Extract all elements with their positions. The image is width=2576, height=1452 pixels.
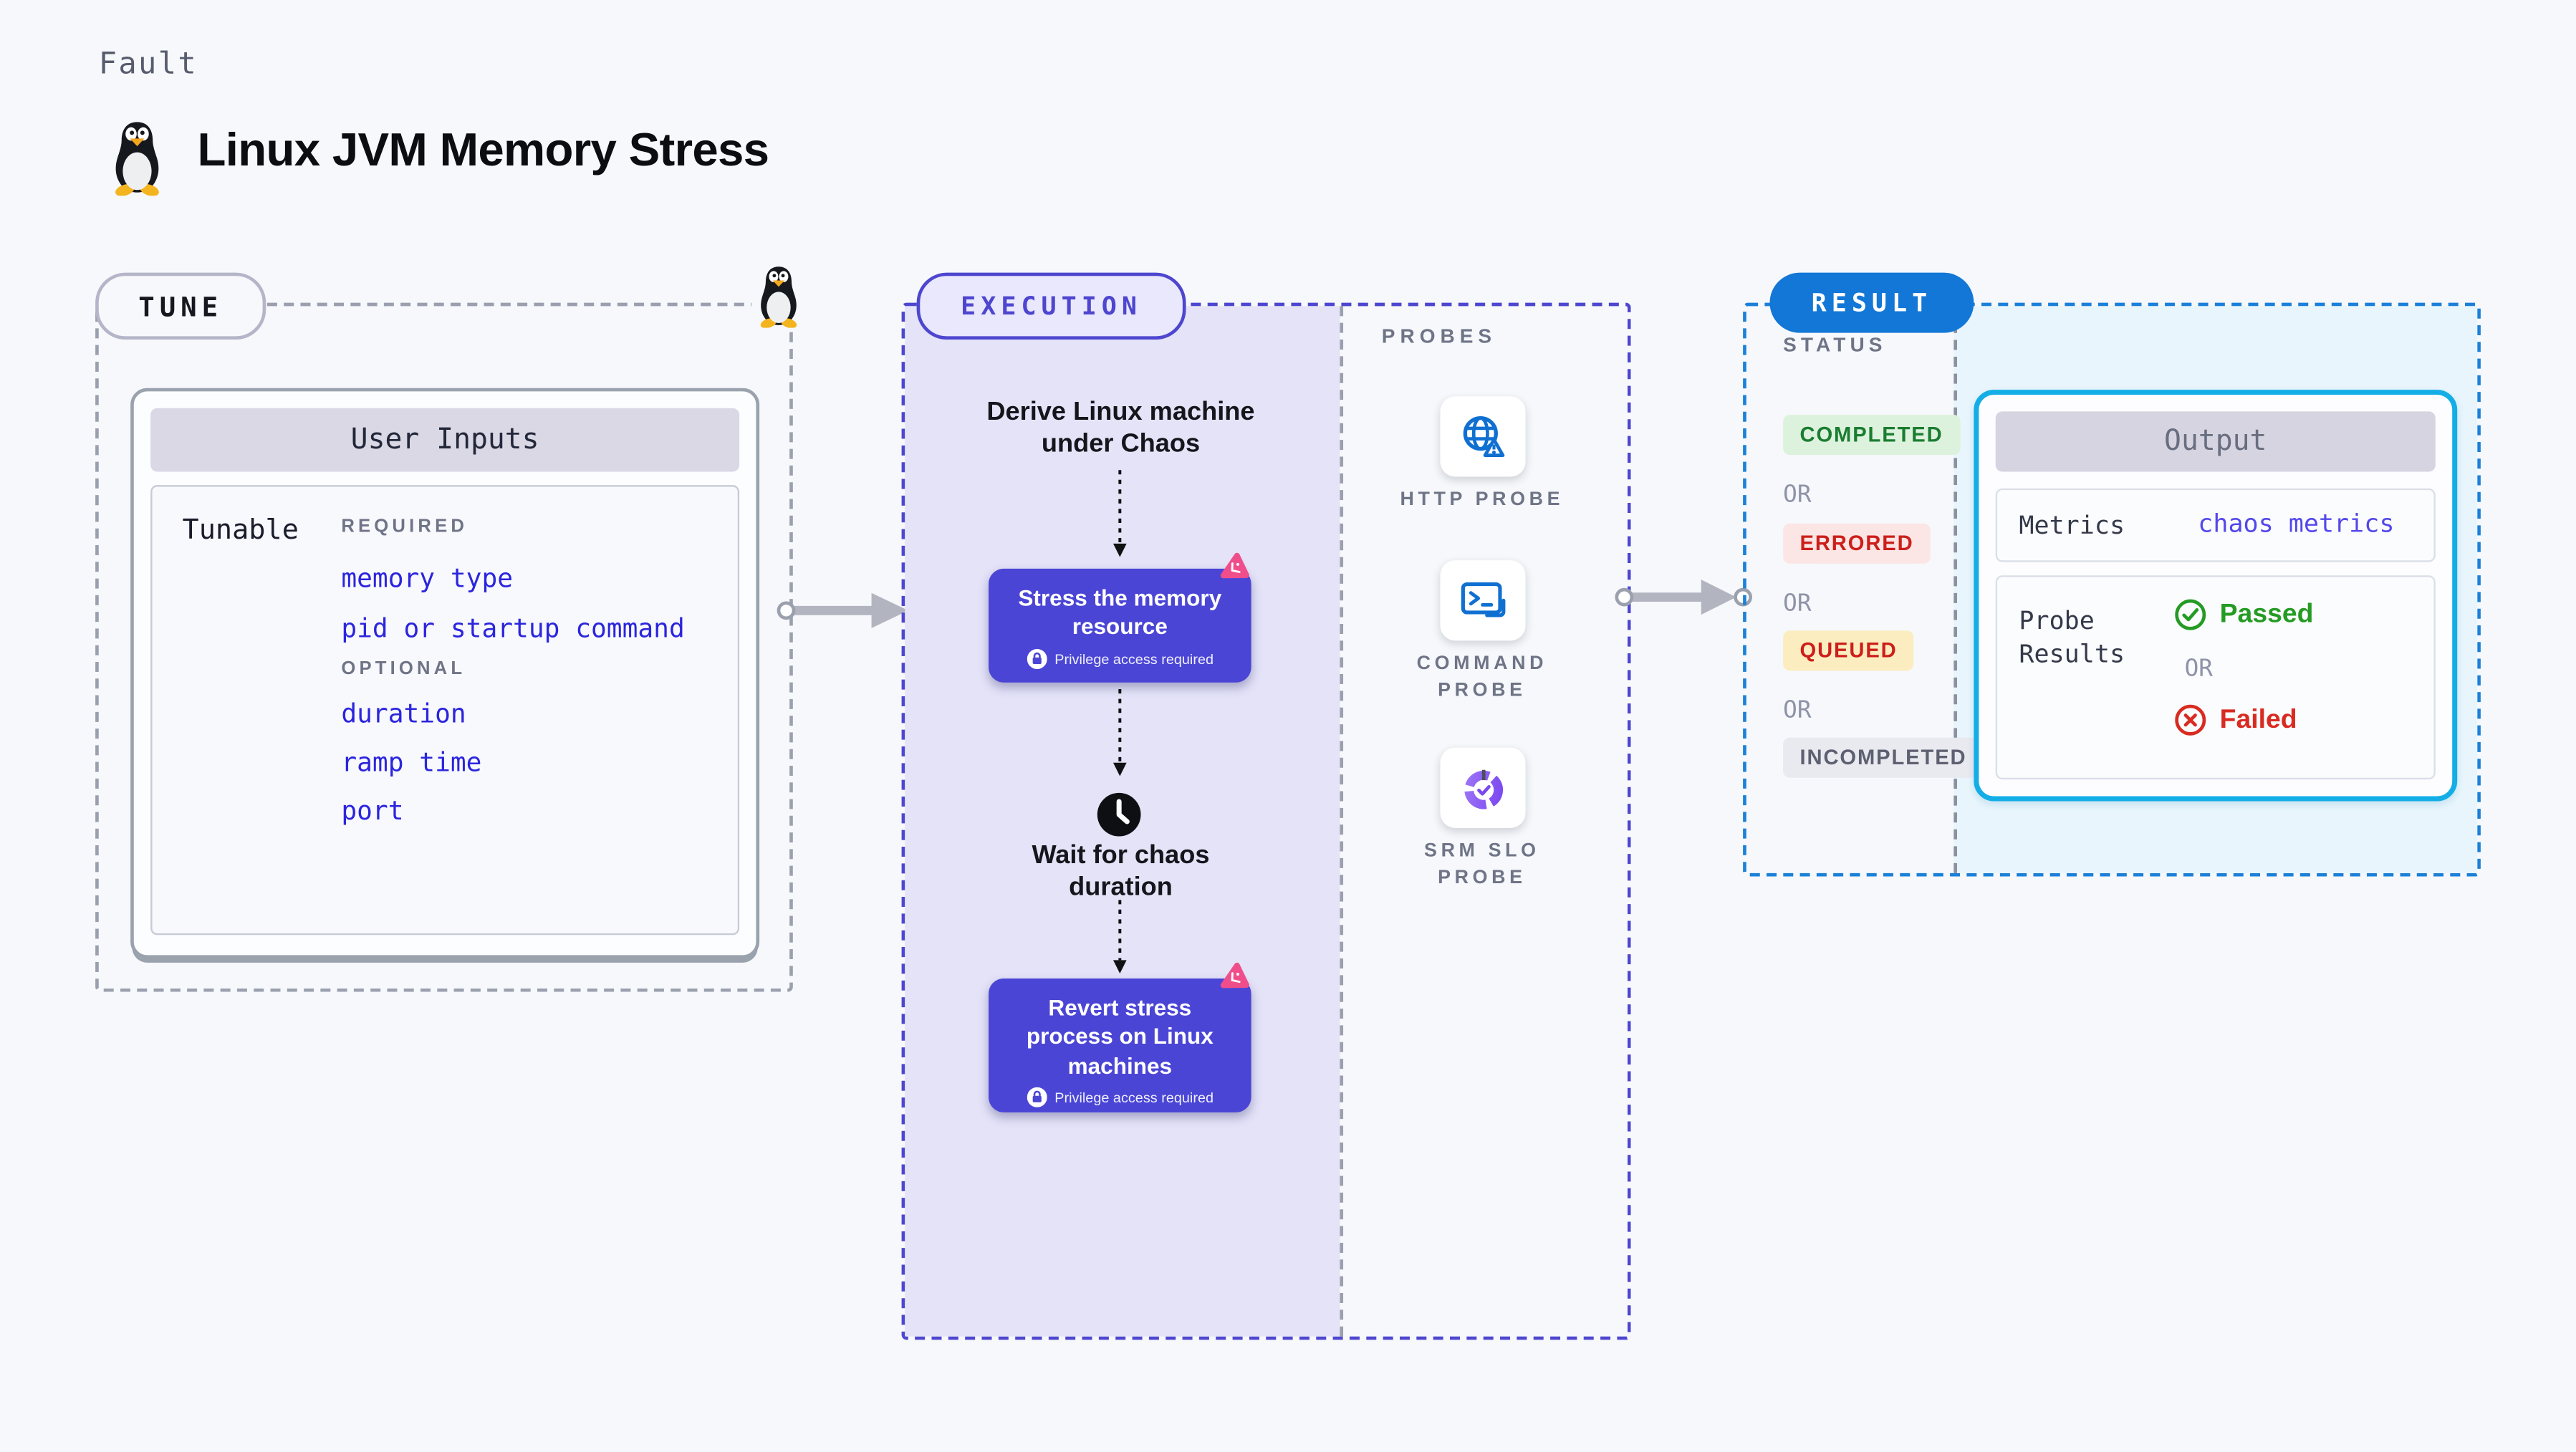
status-label: STATUS <box>1783 332 1887 357</box>
or-label: OR <box>1783 590 1812 617</box>
tunable-link-port[interactable]: port <box>341 796 404 827</box>
status-badge-queued: QUEUED <box>1783 630 1914 671</box>
lock-icon <box>1026 648 1047 668</box>
metrics-label: Metrics <box>2019 510 2125 541</box>
status-output-divider <box>1953 306 1958 873</box>
tune-pill: TUNE <box>95 272 266 340</box>
or-label: OR <box>1783 697 1812 725</box>
probes-panel-divider <box>1340 306 1344 1337</box>
revert-stress-node[interactable]: Revert stress process on Linux machines … <box>989 979 1251 1112</box>
http-probe-card <box>1440 396 1526 477</box>
tunable-link-pid-or-startup-command[interactable]: pid or startup command <box>341 613 685 644</box>
globe-alert-icon <box>1456 411 1510 461</box>
execution-to-result-arrow <box>1609 575 1758 619</box>
tune-section-box <box>95 302 793 992</box>
required-label: REQUIRED <box>341 516 468 537</box>
chaos-pinwheel-icon <box>1219 552 1251 584</box>
passed-result: Passed <box>2175 599 2314 630</box>
output-card: Output Metrics chaos metrics Probe Resul… <box>1974 390 2458 802</box>
clock-icon <box>1095 791 1142 837</box>
probes-panel-label: PROBES <box>1381 324 1497 348</box>
tunable-link-ramp-time[interactable]: ramp time <box>341 747 482 778</box>
command-probe-card <box>1440 560 1526 641</box>
slo-donut-check-icon <box>1458 763 1508 813</box>
metrics-value-link[interactable]: chaos metrics <box>2198 508 2395 539</box>
tunable-label: Tunable <box>182 513 299 546</box>
revert-node-label: Revert stress process on Linux machines <box>1026 995 1213 1079</box>
status-badge-errored: ERRORED <box>1783 523 1931 564</box>
page-title: Linux JVM Memory Stress <box>197 123 769 176</box>
passed-label: Passed <box>2219 600 2314 628</box>
status-badge-completed: COMPLETED <box>1783 415 1960 456</box>
command-probe-label: COMMAND PROBE <box>1416 654 1548 701</box>
flow-connector-arrow <box>1110 689 1129 778</box>
derive-step-label: Derive Linux machine under Chaos <box>986 398 1255 458</box>
flow-connector-arrow <box>1110 470 1129 559</box>
failed-result: Failed <box>2175 704 2297 736</box>
wait-step-label: Wait for chaos duration <box>1032 841 1210 902</box>
srm-slo-probe-label: SRM SLO PROBE <box>1424 841 1540 888</box>
metrics-row: Metrics chaos metrics <box>1995 488 2436 562</box>
status-badge-incompleted: INCOMPLETED <box>1783 737 1984 778</box>
stress-node-note: Privilege access required <box>1054 650 1214 667</box>
tunable-link-duration[interactable]: duration <box>341 699 466 730</box>
terminal-icon <box>1458 579 1508 622</box>
flow-connector-arrow <box>1110 900 1129 975</box>
execution-pill: EXECUTION <box>916 272 1186 340</box>
revert-node-note: Privilege access required <box>1054 1088 1214 1106</box>
tunable-link-memory-type[interactable]: memory type <box>341 563 514 594</box>
user-inputs-header: User Inputs <box>150 408 740 472</box>
chaos-pinwheel-icon <box>1219 962 1251 994</box>
tunable-panel: Tunable REQUIRED memory type pid or star… <box>150 485 740 936</box>
tux-penguin-icon <box>751 262 806 328</box>
optional-label: OPTIONAL <box>341 659 466 680</box>
tux-penguin-icon <box>104 117 170 196</box>
result-pill: RESULT <box>1769 272 1974 333</box>
probe-results-label: Probe Results <box>2019 605 2125 670</box>
http-probe-label: HTTP PROBE <box>1400 490 1565 511</box>
srm-slo-probe-card <box>1440 747 1526 828</box>
or-label: OR <box>1783 481 1812 509</box>
stress-memory-node[interactable]: Stress the memory resource Privilege acc… <box>989 568 1251 683</box>
probe-results-row: Probe Results Passed OR <box>1995 575 2436 780</box>
or-label: OR <box>2184 655 2213 683</box>
x-circle-icon <box>2175 704 2206 736</box>
stress-node-label: Stress the memory resource <box>1018 585 1222 640</box>
output-header: Output <box>1995 411 2436 472</box>
failed-label: Failed <box>2219 705 2297 734</box>
check-circle-icon <box>2175 599 2206 630</box>
lock-icon <box>1026 1087 1047 1107</box>
fault-kicker: Fault <box>98 47 198 82</box>
user-inputs-card: User Inputs Tunable REQUIRED memory type… <box>130 388 760 958</box>
